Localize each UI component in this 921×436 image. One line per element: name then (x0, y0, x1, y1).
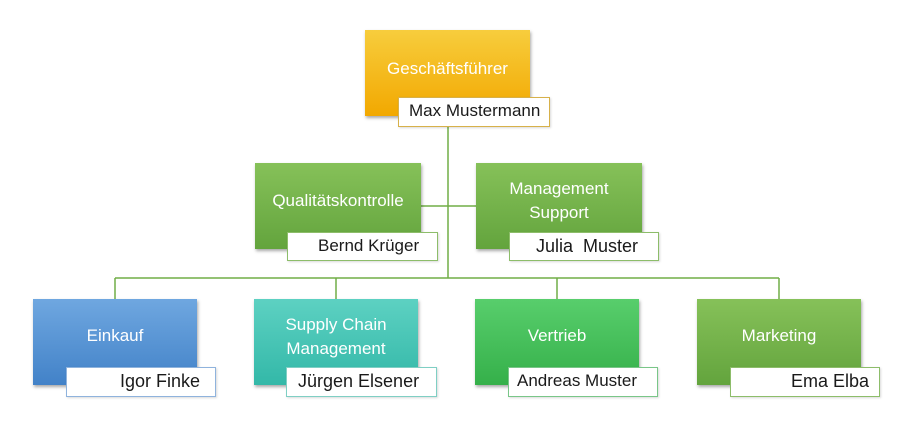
node-title: Einkauf (86, 326, 144, 345)
node-title: Marketing (741, 326, 817, 345)
node-name: Bernd Krüger (318, 236, 420, 255)
node-title: Vertrieb (527, 326, 587, 345)
node-name-box[interactable]: Jürgen Elsener (286, 367, 437, 397)
node-name: Igor Finke (120, 371, 201, 391)
node-title: Qualitätskontrolle (272, 191, 404, 210)
node-name: Andreas Muster (517, 371, 637, 390)
node-name-box[interactable]: Igor Finke (66, 367, 216, 397)
node-title: Geschäftsführer (387, 59, 508, 78)
node-name-box[interactable]: Ema Elba (730, 367, 880, 397)
node-name: Max Mustermann (409, 101, 541, 120)
node-title: Supply Chain Management (285, 315, 387, 358)
node-name-box[interactable]: Max Mustermann (398, 97, 550, 127)
node-name: Jürgen Elsener (298, 371, 420, 391)
node-name-box[interactable]: Julia Muster (509, 232, 659, 261)
node-name: Julia Muster (536, 236, 639, 256)
node-name: Ema Elba (791, 371, 870, 391)
node-title: Management Support (509, 179, 609, 222)
node-name-box[interactable]: Andreas Muster (508, 367, 658, 397)
node-name-box[interactable]: Bernd Krüger (287, 232, 438, 261)
